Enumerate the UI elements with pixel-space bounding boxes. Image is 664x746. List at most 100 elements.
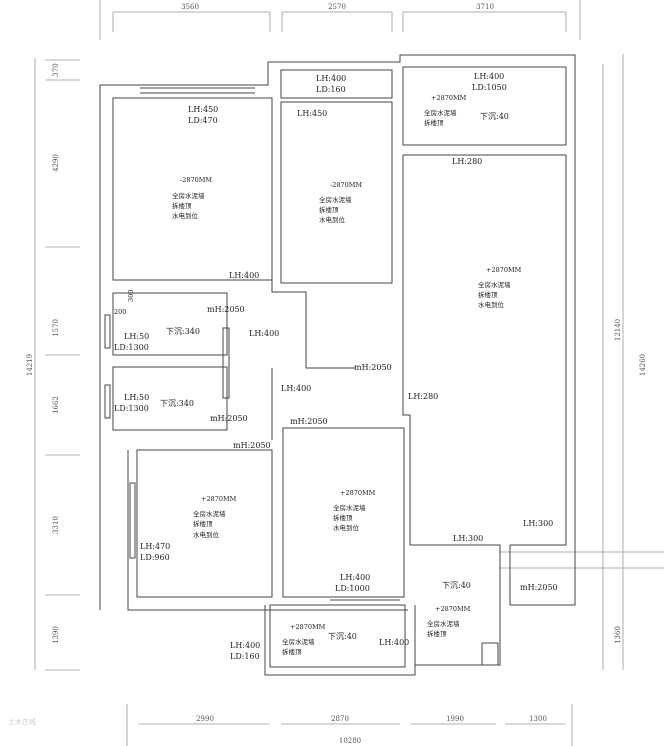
note: 水电到位 bbox=[319, 215, 346, 224]
label-door-height: mH:2050 bbox=[207, 305, 245, 314]
room-center: LH:450 -2870MM 全房水泥墙 拆楼顶 水电到位 bbox=[297, 109, 362, 224]
room-bath-2: LH:50 LD:1300 下沉:340 mH:2050 mH:2050 bbox=[114, 393, 271, 450]
note: 拆楼顶 bbox=[333, 513, 353, 522]
note: 拆楼顶 bbox=[282, 647, 302, 656]
note: 拆楼顶 bbox=[319, 205, 339, 214]
dim-bottom-total: 10280 bbox=[339, 737, 361, 745]
dim-top-2: 2570 bbox=[328, 3, 346, 11]
entry: mH:2050 bbox=[520, 583, 558, 592]
label-door-height: mH:2050 bbox=[520, 583, 558, 592]
small-marks: 200 300 bbox=[114, 290, 135, 316]
label-lh: LH:280 bbox=[408, 392, 438, 401]
room-living: LH:280 +2870MM 全房水泥墙 拆楼顶 水电到位 LH:280 LH:… bbox=[408, 157, 553, 528]
label-door-height: mH:2050 bbox=[290, 417, 328, 426]
label-sink: 下沉:340 bbox=[166, 327, 200, 336]
label-lh: LH:400 bbox=[474, 72, 504, 81]
room-kitchen: LH:300 下沉:40 +2870MM 全房水泥墙 拆楼顶 bbox=[427, 534, 483, 638]
level-mark: +2870MM bbox=[201, 495, 237, 503]
dimension-lines bbox=[34, 0, 664, 746]
mark-200: 200 bbox=[114, 308, 126, 316]
label-lh: LH:400 bbox=[229, 271, 259, 280]
note: 拆楼顶 bbox=[478, 290, 498, 299]
note: 拆楼顶 bbox=[193, 519, 213, 528]
dim-right-1: 12140 bbox=[614, 319, 622, 341]
label-lh: LH:400 bbox=[379, 638, 409, 647]
note: 全房水泥墙 bbox=[193, 509, 226, 518]
label-lh: LH:470 bbox=[140, 542, 170, 551]
dim-bottom-4: 1300 bbox=[529, 715, 547, 723]
note: 全房水泥墙 bbox=[478, 280, 511, 289]
room-bedroom-sw: +2870MM 全房水泥墙 拆楼顶 水电到位 LH:470 LD:960 bbox=[140, 495, 237, 562]
label-ld: LD:1000 bbox=[335, 584, 370, 593]
note: 全房水泥墙 bbox=[427, 619, 460, 628]
label-ld: LD:960 bbox=[140, 553, 170, 562]
label-lh: LH:300 bbox=[523, 519, 553, 528]
dim-left-1: 370 bbox=[52, 63, 60, 76]
label-lh: LH:400 bbox=[340, 573, 370, 582]
label-ld: LD:160 bbox=[316, 85, 346, 94]
level-mark: +2870MM bbox=[340, 489, 376, 497]
dim-left-total: 14219 bbox=[26, 354, 34, 376]
label-lh: LH:400 bbox=[316, 74, 346, 83]
label-door-height: mH:2050 bbox=[233, 441, 271, 450]
level-mark: -2870MM bbox=[180, 176, 212, 184]
dim-top-3: 3710 bbox=[476, 3, 494, 11]
walls bbox=[99, 54, 576, 676]
label-sink: 下沉:40 bbox=[442, 581, 471, 590]
label-lh: LH:300 bbox=[453, 534, 483, 543]
note: 水电到位 bbox=[478, 300, 505, 309]
room-bath-1: LH:50 LD:1300 下沉:340 mH:2050 bbox=[114, 305, 245, 352]
label-ld: LD:470 bbox=[188, 116, 218, 125]
note: 水电到位 bbox=[333, 523, 360, 532]
mark-300: 300 bbox=[127, 290, 135, 302]
note: 全房水泥墙 bbox=[172, 191, 205, 200]
dim-left-2: 4290 bbox=[52, 154, 60, 172]
dim-left-4: 1662 bbox=[52, 396, 60, 414]
note: 全房水泥墙 bbox=[282, 637, 315, 646]
note: 拆楼顶 bbox=[427, 629, 447, 638]
label-lh: LH:50 bbox=[124, 393, 149, 402]
room-bedroom-nw: LH:450 LD:470 -2870MM 全房水泥墙 拆楼顶 水电到位 LH:… bbox=[172, 105, 259, 280]
label-ld: LD:1300 bbox=[114, 343, 149, 352]
note: 全房水泥墙 bbox=[424, 108, 457, 117]
dim-bottom-3: 1990 bbox=[446, 715, 464, 723]
label-sink: 下沉:40 bbox=[328, 632, 357, 641]
label-lh: LH:400 bbox=[230, 641, 260, 650]
dim-bottom-1: 2990 bbox=[196, 715, 214, 723]
room-bedroom-s: +2870MM 全房水泥墙 拆楼顶 水电到位 LH:400 LD:1000 bbox=[333, 489, 376, 593]
note: 水电到位 bbox=[172, 211, 199, 220]
label-lh: LH:280 bbox=[452, 157, 482, 166]
label-ld: LD:1050 bbox=[472, 83, 507, 92]
level-mark: -2870MM bbox=[330, 181, 362, 189]
label-lh: LH:400 bbox=[249, 329, 279, 338]
label-door-height: mH:2050 bbox=[210, 414, 248, 423]
label-lh: LH:400 bbox=[281, 384, 311, 393]
room-ne: LH:400 LD:1050 +2870MM 全房水泥墙 拆楼顶 下沉:40 bbox=[424, 72, 509, 127]
level-mark: +2870MM bbox=[435, 605, 471, 613]
note: 全房水泥墙 bbox=[319, 195, 352, 204]
hall: LH:400 LH:400 mH:2050 mH:2050 bbox=[249, 329, 392, 426]
note: 拆楼顶 bbox=[172, 201, 192, 210]
dim-right-2: 1360 bbox=[614, 626, 622, 644]
label-ld: LD:1300 bbox=[114, 404, 149, 413]
watermark: 土木在线 bbox=[8, 717, 36, 726]
label-sink: 下沉:40 bbox=[480, 112, 509, 121]
dim-left-5: 3310 bbox=[52, 516, 60, 534]
dim-left-3: 1570 bbox=[52, 319, 60, 337]
dim-right-total: 14260 bbox=[639, 354, 647, 376]
level-mark: +2870MM bbox=[486, 266, 522, 274]
label-lh: LH:450 bbox=[188, 105, 218, 114]
label-lh: LH:50 bbox=[124, 332, 149, 341]
label-lh: LH:450 bbox=[297, 109, 327, 118]
note: 水电到位 bbox=[193, 530, 220, 539]
room-balcony-bottom: LH:400 LD:160 +2870MM 全房水泥墙 拆楼顶 下沉:40 LH… bbox=[230, 623, 409, 661]
note: 全房水泥墙 bbox=[333, 503, 366, 512]
note: 拆楼顶 bbox=[424, 118, 444, 127]
dim-left-6: 1390 bbox=[52, 626, 60, 644]
level-mark: +2870MM bbox=[431, 94, 467, 102]
level-mark: +2870MM bbox=[290, 623, 326, 631]
label-door-height: mH:2050 bbox=[354, 363, 392, 372]
label-ld: LD:160 bbox=[230, 652, 260, 661]
dim-top-1: 3560 bbox=[181, 3, 199, 11]
